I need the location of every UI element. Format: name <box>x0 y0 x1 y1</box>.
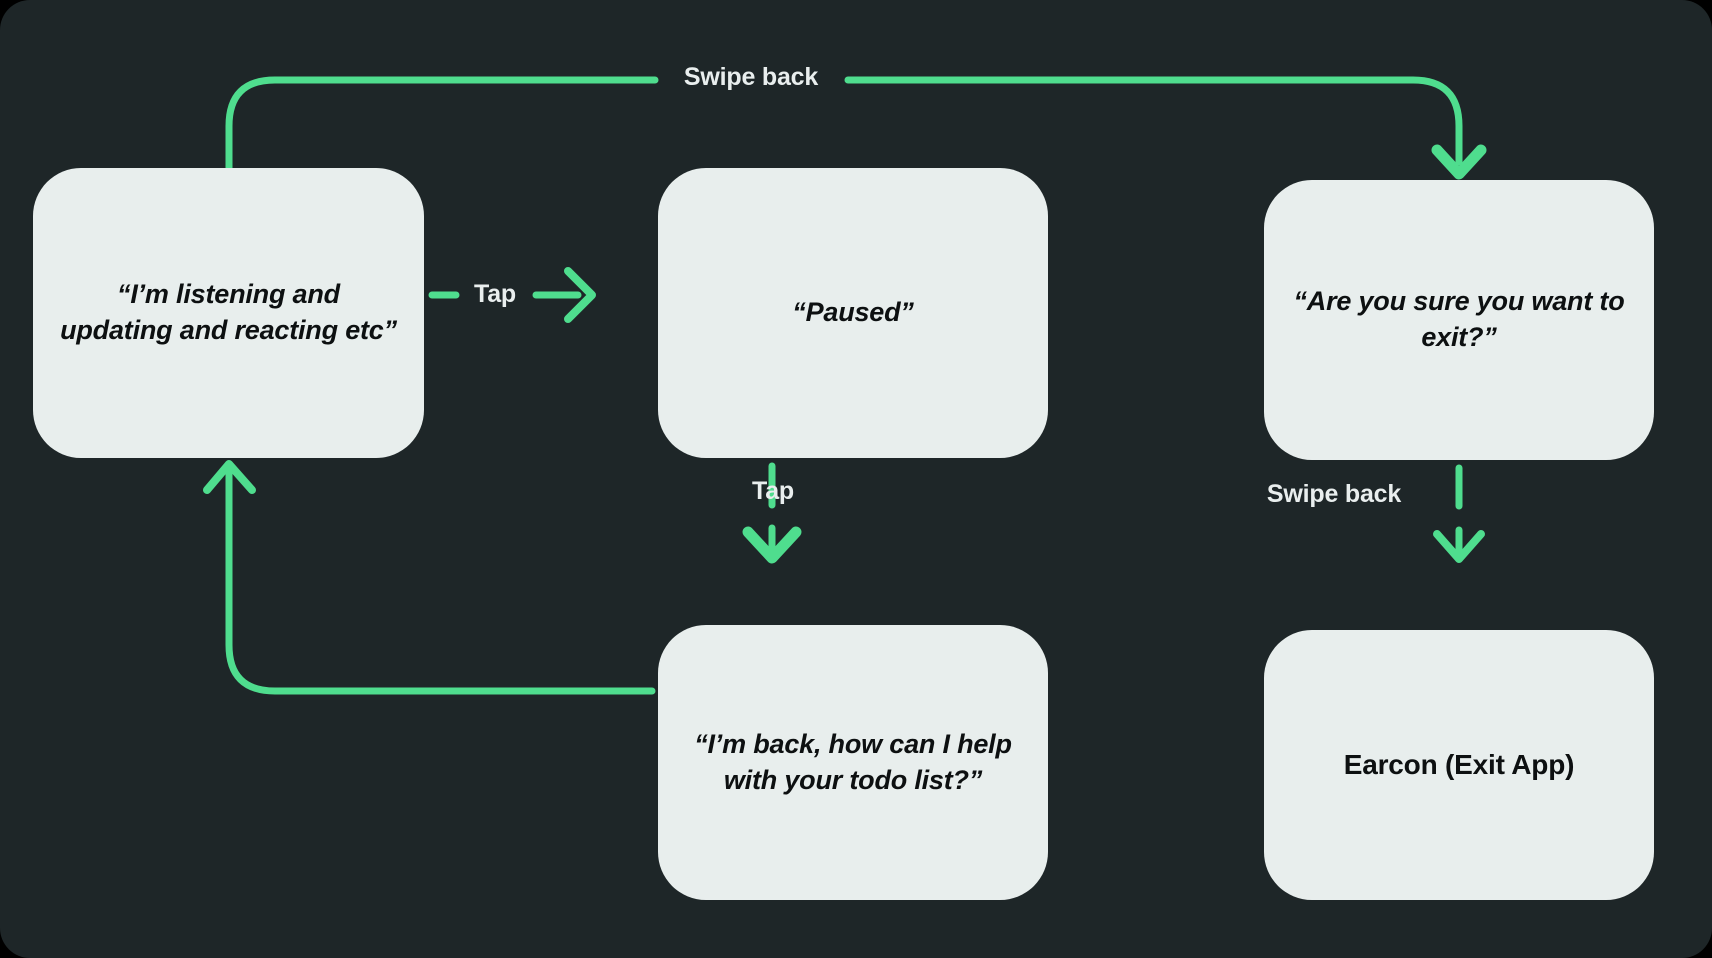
edge-listening-to-confirm-line <box>225 76 659 176</box>
node-back-label: “I’m back, how can I help with your todo… <box>694 728 1012 795</box>
node-listening-label: “I’m listening and updating and reacting… <box>60 279 397 345</box>
edge-label-tap-listening-to-paused: Tap <box>474 280 516 308</box>
node-back[interactable]: “I’m back, how can I help with your todo… <box>658 625 1048 900</box>
node-earcon[interactable]: Earcon (Exit App) <box>1264 630 1654 900</box>
edge-paused-to-back-arrowhead <box>742 526 802 564</box>
node-confirm-exit-label: “Are you sure you want to exit?” <box>1293 286 1625 352</box>
edge-confirm-to-earcon-arrowhead <box>1433 530 1485 563</box>
node-earcon-label: Earcon (Exit App) <box>1343 748 1575 780</box>
edge-label-tap-paused-to-back: Tap <box>752 477 794 505</box>
edge-listening-to-confirm-line-right <box>844 76 1463 166</box>
node-confirm-exit[interactable]: “Are you sure you want to exit?” <box>1264 180 1654 460</box>
edge-label-swipe-back-confirm-to-earcon: Swipe back <box>1266 480 1402 508</box>
node-listening[interactable]: “I’m listening and updating and reacting… <box>33 168 424 458</box>
node-paused-label: “Paused” <box>792 297 914 328</box>
edge-back-to-listening-line <box>225 462 656 695</box>
edge-listening-to-confirm-arrowhead <box>1431 144 1487 180</box>
node-paused[interactable]: “Paused” <box>658 168 1048 458</box>
edge-label-swipe-back-top: Swipe back <box>683 63 819 91</box>
edge-listening-to-paused-arrowhead <box>564 267 596 323</box>
edge-back-to-listening-arrowhead <box>203 460 256 494</box>
